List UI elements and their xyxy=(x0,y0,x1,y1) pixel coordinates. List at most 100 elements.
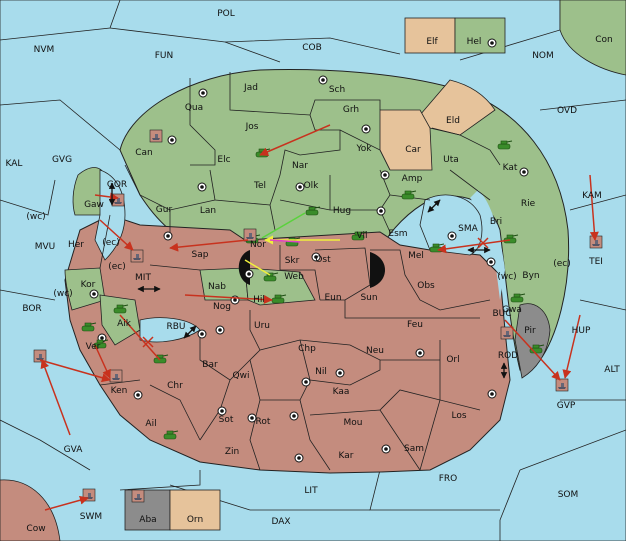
army-unit[interactable] xyxy=(305,206,321,216)
territory-kor[interactable] xyxy=(64,267,106,311)
territory-label-uta: Uta xyxy=(443,155,459,165)
territory-label-tel: Tel xyxy=(253,181,266,191)
territory-label-zin: Zin xyxy=(225,447,239,457)
territory-label-kat: Kat xyxy=(503,163,518,173)
territory-label-nog: Nog xyxy=(213,302,231,312)
supply-center-dot xyxy=(298,185,302,189)
supply-center-dot xyxy=(450,234,454,238)
sea-label-mit: MIT xyxy=(135,273,151,283)
territory-label-vil: Vil xyxy=(357,231,368,241)
territory-label-neu: Neu xyxy=(366,346,384,356)
territory-label-ost: Ost xyxy=(315,255,331,265)
territory-label-jos: Jos xyxy=(245,122,259,132)
territory-label-nar: Nar xyxy=(292,161,308,171)
supply-center-dot xyxy=(304,380,308,384)
territory-label-kor: Kor xyxy=(81,280,96,290)
army-unit[interactable] xyxy=(163,430,179,440)
territory-label-grh: Grh xyxy=(343,105,359,115)
fleet-unit[interactable] xyxy=(500,326,514,340)
sea-label-nvm: NVM xyxy=(34,45,55,55)
sea-label-buc: BUC xyxy=(492,309,511,319)
territory-label-can: Can xyxy=(135,148,153,158)
territory-label-sam: Sam xyxy=(404,444,424,454)
supply-center-dot xyxy=(490,41,494,45)
sea-label-ovd: OVD xyxy=(557,106,577,116)
supply-center-dot xyxy=(220,409,224,413)
coast-label: (ec) xyxy=(102,238,120,248)
army-unit[interactable] xyxy=(510,293,526,303)
sea-label-alt: ALT xyxy=(604,365,620,375)
territory-label-kaa: Kaa xyxy=(333,387,350,397)
territory-hil[interactable] xyxy=(244,267,316,306)
supply-center-dot xyxy=(170,138,174,142)
army-unit[interactable] xyxy=(351,231,367,241)
sea-label-pol: POL xyxy=(217,9,235,19)
sea-label-kal: KAL xyxy=(6,159,23,169)
territory-label-qwi: Qwi xyxy=(233,371,250,381)
territory-label-feu: Feu xyxy=(407,320,423,330)
sea-label-gva: GVA xyxy=(64,445,84,455)
sea-label-mvu: MVU xyxy=(35,242,56,252)
supply-center-dot xyxy=(321,78,325,82)
army-unit[interactable] xyxy=(81,322,97,332)
coast-label: (ec) xyxy=(108,262,126,272)
sea-label-fro: FRO xyxy=(439,474,458,484)
territory-label-ail: Ail xyxy=(145,419,156,429)
territory-label-rot: Rot xyxy=(256,417,271,427)
territory-label-sot: Sot xyxy=(219,415,234,425)
supply-center-dot xyxy=(292,414,296,418)
sea-label-con: Con xyxy=(595,35,613,45)
territory-label-gwa: Gwa xyxy=(502,305,522,315)
army-unit[interactable] xyxy=(497,140,513,150)
supply-center-dot xyxy=(384,447,388,451)
territory-label-eld: Eld xyxy=(446,116,460,126)
army-unit[interactable] xyxy=(153,354,169,364)
fleet-unit[interactable] xyxy=(130,249,144,263)
territory-aik[interactable] xyxy=(99,294,141,346)
territory-label-ken: Ken xyxy=(111,386,128,396)
army-unit[interactable] xyxy=(529,344,545,354)
territory-label-gaw: Gaw xyxy=(84,200,104,210)
fleet-unit[interactable] xyxy=(111,193,125,207)
territory-eld[interactable] xyxy=(419,79,496,136)
fleet-unit[interactable] xyxy=(109,369,123,383)
sea-bay xyxy=(470,190,505,300)
supply-center-dot xyxy=(383,173,387,177)
supply-center-dot xyxy=(338,371,342,375)
supply-center-dot xyxy=(250,416,254,420)
territory-car[interactable] xyxy=(379,109,433,171)
strait-mel xyxy=(370,252,385,288)
sea-label-gvp: GVP xyxy=(557,401,576,411)
supply-center-dot xyxy=(136,393,140,397)
territory-label-kar: Kar xyxy=(339,451,354,461)
army-unit[interactable] xyxy=(93,339,109,349)
sea-label-tei: TEI xyxy=(588,257,603,267)
sea-label-rbu: RBU xyxy=(166,322,185,332)
fleet-unit[interactable] xyxy=(243,228,257,242)
territory-label-nab: Nab xyxy=(208,282,226,292)
territory-label-nor: Nor xyxy=(250,240,266,250)
territory-label-nil: Nil xyxy=(315,367,327,377)
territory-pir[interactable] xyxy=(514,303,551,379)
sea-label-sma: SMA xyxy=(458,224,478,234)
legend-label-hel: Hel xyxy=(467,37,482,47)
fleet-unit[interactable] xyxy=(131,489,145,503)
fleet-unit[interactable] xyxy=(149,129,163,143)
fleet-unit[interactable] xyxy=(555,378,569,392)
territory-label-chr: Chr xyxy=(167,381,183,391)
territory-label-amp: Amp xyxy=(402,174,423,184)
coast-label: (ec) xyxy=(553,259,571,269)
territory-label-olk: Olk xyxy=(304,181,320,191)
sea-label-fun: FUN xyxy=(155,51,174,61)
territory-label-lan: Lan xyxy=(200,206,216,216)
fleet-unit[interactable] xyxy=(589,235,603,249)
territory-label-qua: Qua xyxy=(185,103,203,113)
territory-label-web: Web xyxy=(284,272,304,282)
coast-label: (wc) xyxy=(497,272,516,282)
army-unit[interactable] xyxy=(401,190,417,200)
territory-label-jad: Jad xyxy=(243,83,258,93)
army-unit[interactable] xyxy=(113,304,129,314)
territory-label-yok: Yok xyxy=(355,144,372,154)
territory-label-bar: Bar xyxy=(202,360,218,370)
